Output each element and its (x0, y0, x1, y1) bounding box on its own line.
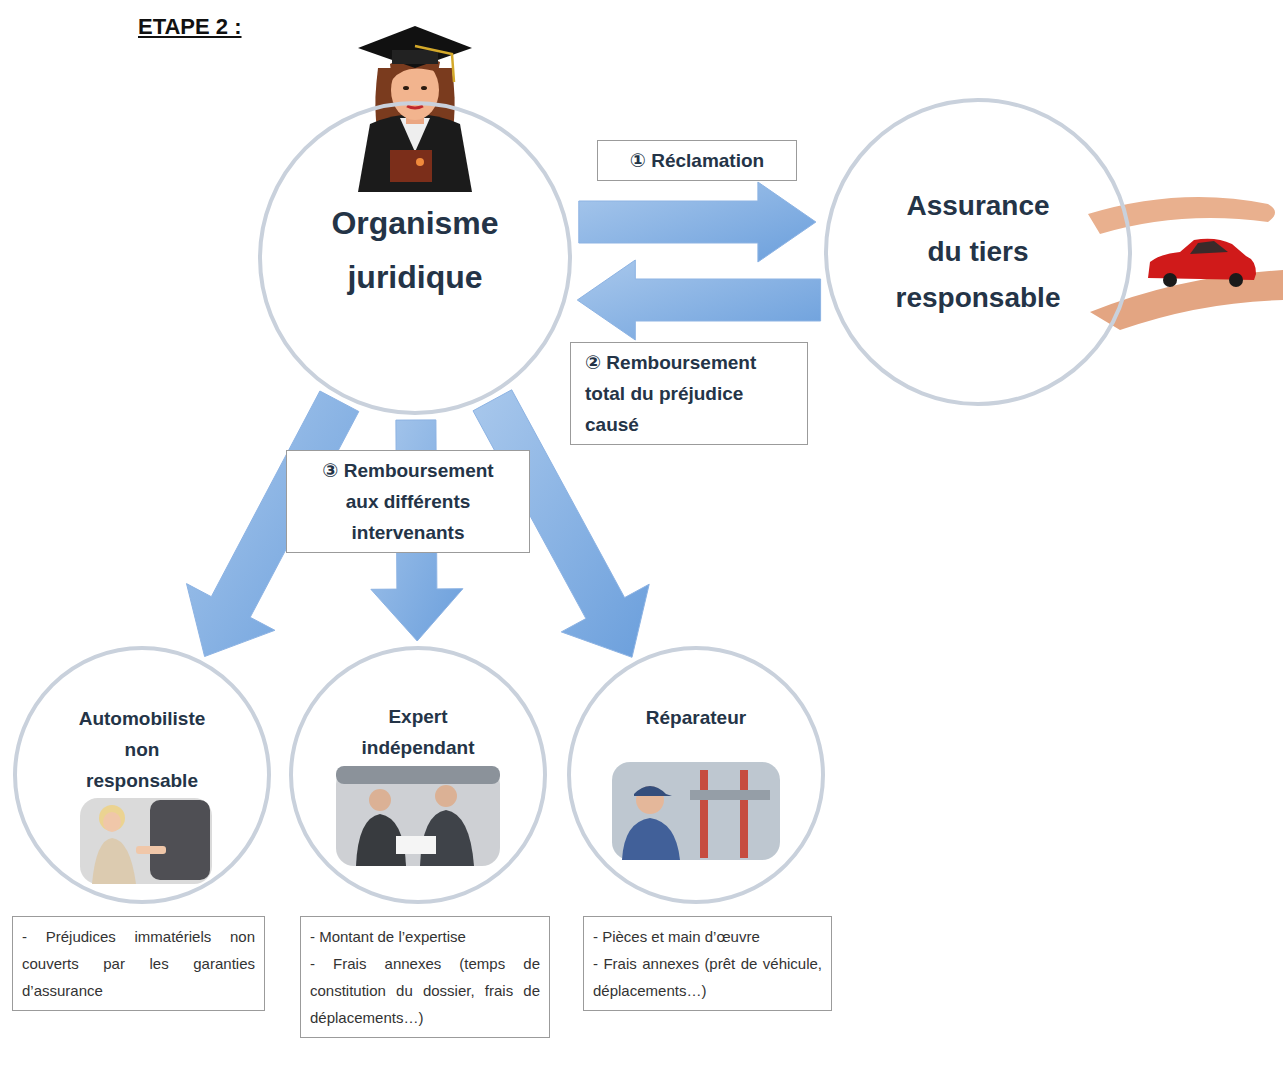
node-title: Organisme juridique (310, 196, 520, 304)
circle-border (826, 100, 1130, 404)
graduate-figure-part (421, 86, 427, 90)
circle-node: Assurance du tiers responsable (823, 97, 1133, 407)
detail-box: - Montant de l’expertise- Frais annexes … (300, 916, 550, 1038)
motorist-photo-part (99, 805, 125, 831)
hands-car-part (1229, 273, 1243, 287)
block-arrow (577, 260, 820, 340)
arrow-label: ③ Remboursement aux différents intervena… (286, 450, 530, 553)
circle-outline (257, 100, 573, 416)
graduate-figure-part (415, 46, 454, 82)
box-text: - Frais annexes (prêt de véhicule, dépla… (593, 950, 822, 1004)
circle-border (260, 103, 570, 413)
circle-label: Expert indépendant (347, 701, 489, 763)
expert-photo-part (336, 766, 500, 784)
circle-label: Réparateur (606, 702, 786, 733)
detail-box: - Pièces et main d’œuvre- Frais annexes … (583, 916, 832, 1011)
circle-border (15, 648, 269, 902)
mechanic-photo-part (612, 762, 780, 860)
graduate-figure-part (403, 86, 409, 90)
expert-photo-part (435, 785, 457, 807)
box-text: - Pièces et main d’œuvre (593, 923, 822, 950)
motorist-photo-part (103, 812, 121, 832)
box-text: - Frais annexes (temps de constitution d… (310, 950, 540, 1031)
circle-label: Automobiliste non responsable (71, 703, 213, 796)
node-title: Assurance du tiers responsable (887, 183, 1069, 321)
mechanic-photo (612, 762, 780, 860)
motorist-photo-part (80, 798, 212, 884)
circle-outline (566, 645, 826, 905)
hands-car-part (1148, 239, 1256, 280)
node-title: Réparateur (606, 702, 786, 733)
expert-photo-part (369, 789, 391, 811)
mechanic-photo-part (740, 770, 748, 858)
circle-node: Organisme juridique (257, 100, 573, 416)
motorist-photo (80, 798, 212, 884)
circle-node: Réparateur (566, 645, 826, 905)
hands-car-part (1163, 273, 1177, 287)
circle-label: Assurance du tiers responsable (887, 183, 1069, 321)
arrow-label: ① Réclamation (597, 140, 797, 181)
box-text: - Préjudices immatériels non couverts pa… (22, 923, 255, 1004)
motorist-photo-part (136, 846, 166, 854)
circle-node: Automobiliste non responsable (12, 645, 272, 905)
expert-photo-part (336, 766, 500, 866)
hands-car-part (1190, 241, 1228, 254)
mechanic-photo-part (700, 770, 708, 858)
mechanic-photo-part (634, 786, 672, 796)
circle-node: Expert indépendant (288, 645, 548, 905)
graduate-figure-part (390, 150, 432, 182)
mechanic-photo-part (622, 818, 680, 860)
circle-outline (288, 645, 548, 905)
detail-box: - Préjudices immatériels non couverts pa… (12, 916, 265, 1011)
graduate-figure-part (392, 50, 438, 64)
graduate-figure-part (407, 106, 423, 108)
arrow-label: ② Remboursement total du préjudice causé (570, 342, 808, 445)
expert-photo (336, 766, 500, 866)
circle-border (569, 648, 823, 902)
mechanic-photo-part (690, 790, 770, 800)
graduate-figure-part (416, 158, 424, 166)
step-title: ETAPE 2 : (138, 13, 242, 41)
graduate-figure-part (358, 114, 472, 192)
circle-label: Organisme juridique (310, 196, 520, 304)
node-title: Expert indépendant (347, 701, 489, 763)
block-arrow (579, 182, 816, 262)
node-title: Automobiliste non responsable (71, 703, 213, 796)
box-text: - Montant de l’expertise (310, 923, 540, 950)
expert-photo-part (396, 836, 436, 854)
motorist-photo-part (150, 800, 210, 880)
circle-border (291, 648, 545, 902)
motorist-photo-part (92, 838, 136, 884)
hands-car-part (1088, 197, 1275, 234)
